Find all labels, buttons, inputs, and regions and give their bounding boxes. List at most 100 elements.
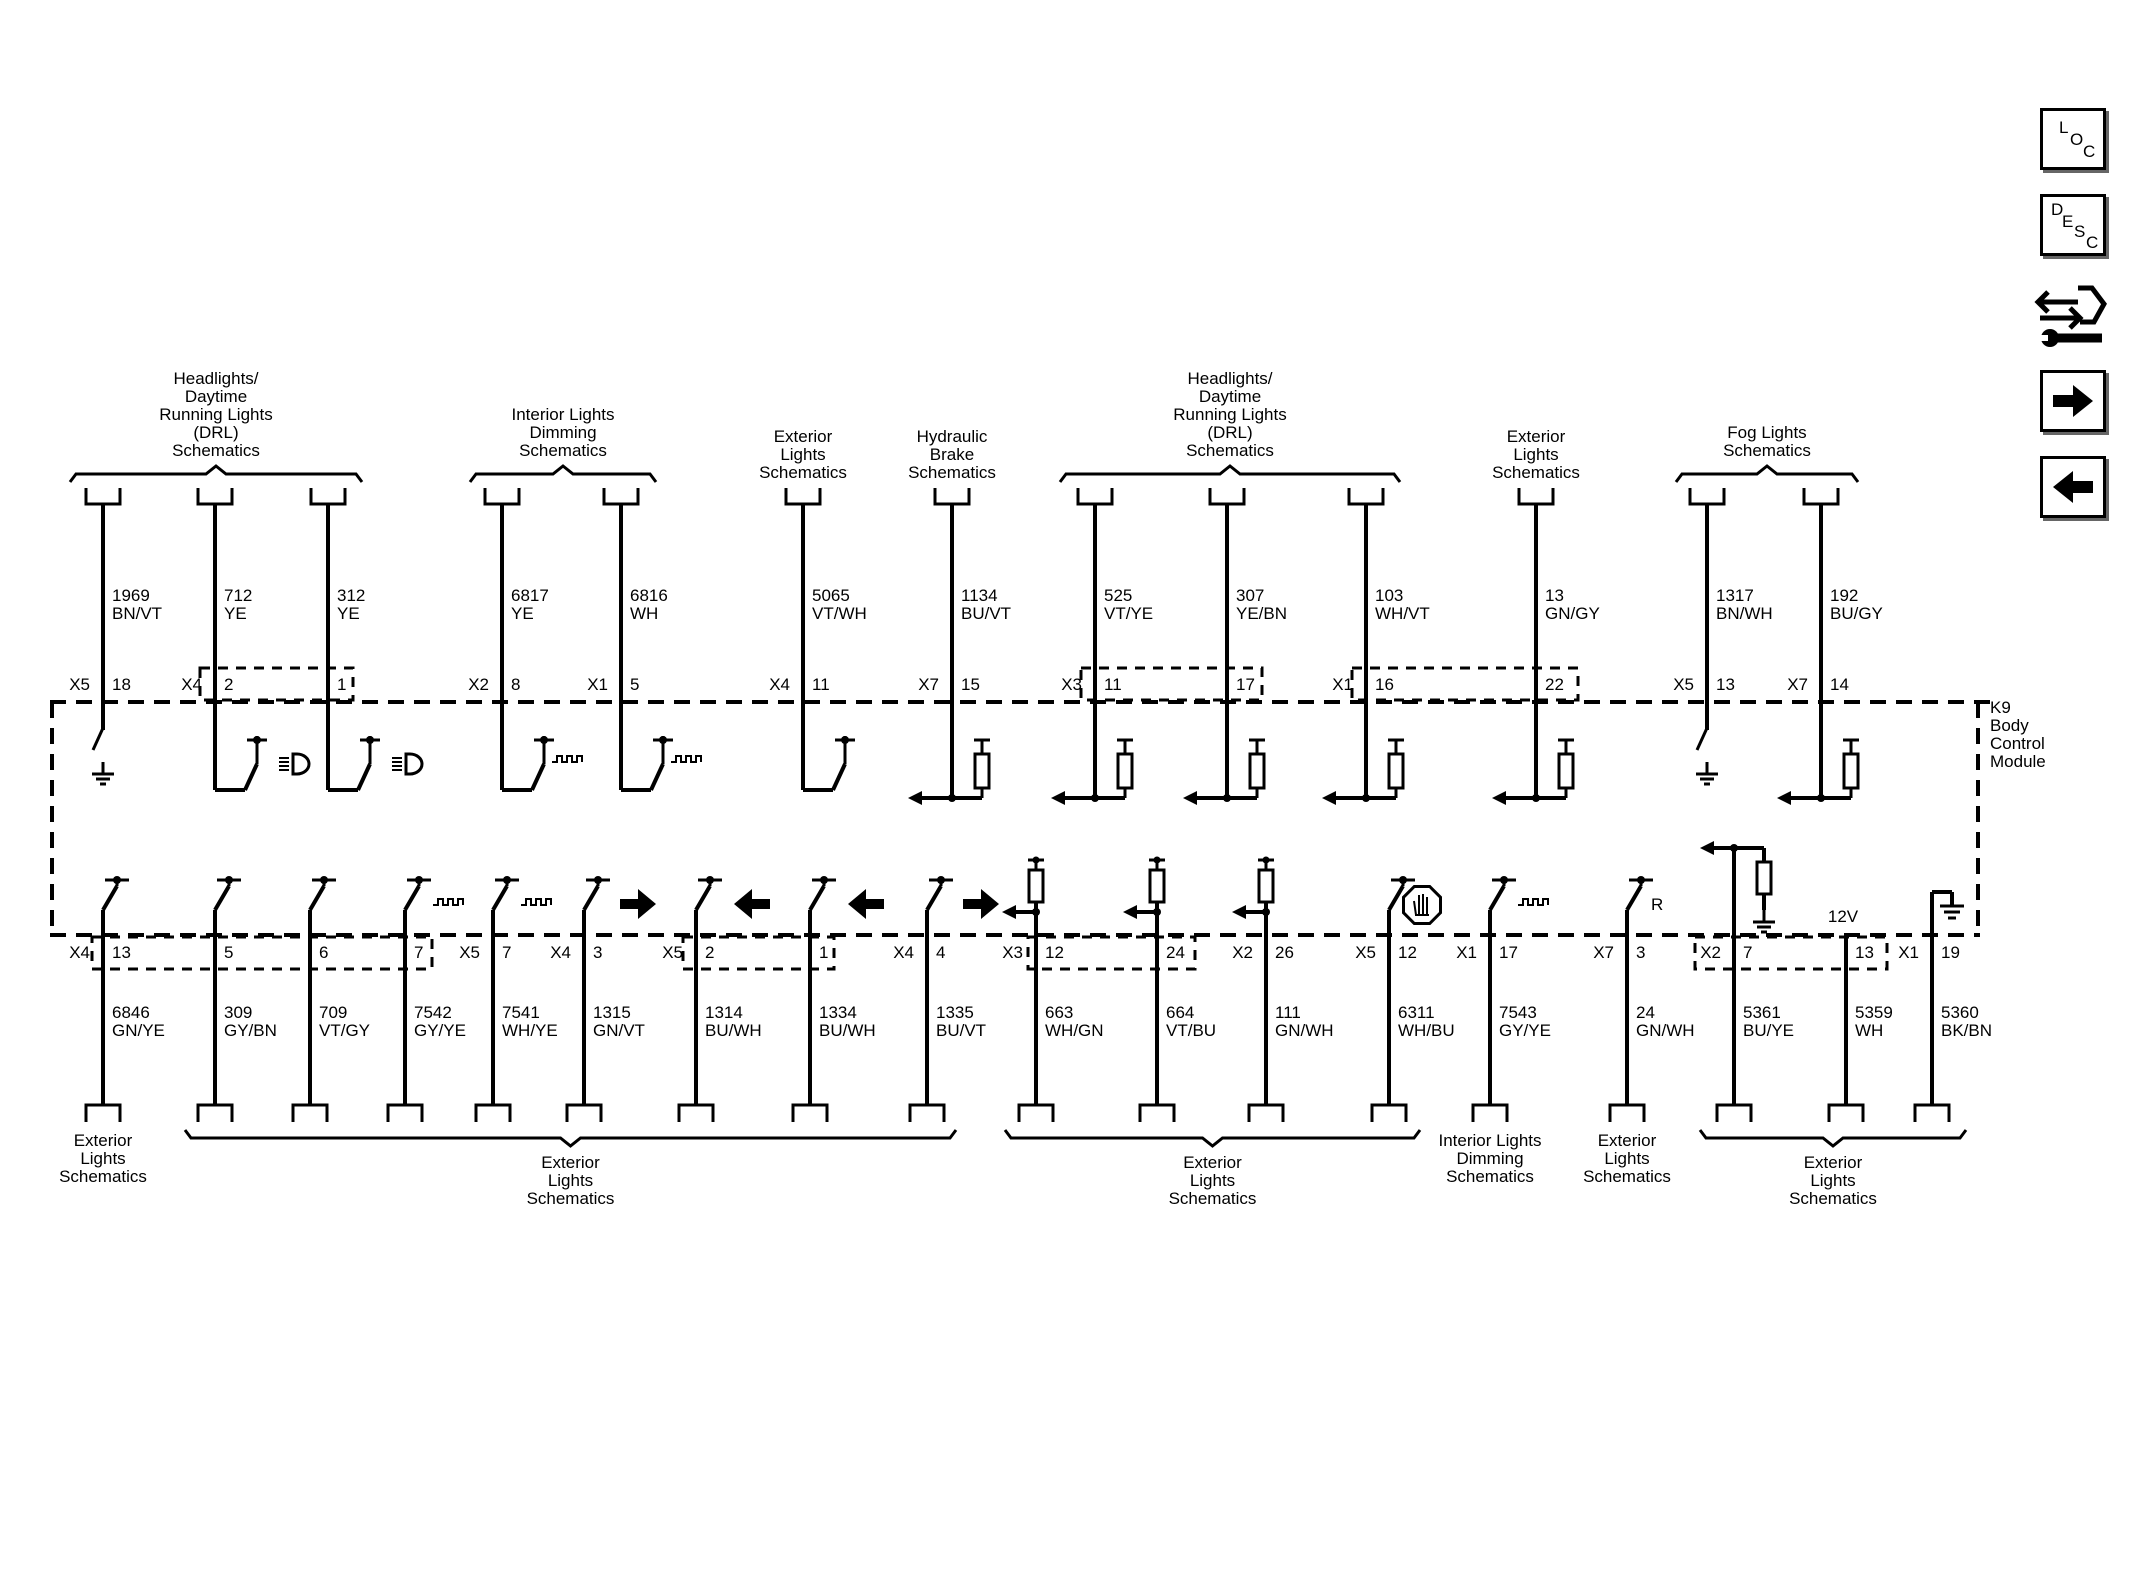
next-page-button[interactable]: [2040, 370, 2106, 432]
bottom-pin-label: 3: [593, 943, 602, 962]
bottom-connector-cup: [1715, 1103, 1753, 1122]
dimming-wave-icon: [671, 755, 702, 763]
arrow-left-icon: [1232, 905, 1246, 919]
bottom-pin-label: 7: [414, 943, 423, 962]
bottom-pin-label: 13: [112, 943, 131, 962]
bottom-wire-color: BU/YE: [1743, 1021, 1794, 1040]
bottom-connector-cup: [565, 1103, 603, 1122]
bottom-connector-cup: [1370, 1103, 1408, 1122]
bottom-connector-label: X7: [1593, 943, 1614, 962]
bottom-wire-circuit: 1314: [705, 1003, 743, 1022]
junction-dot: [820, 876, 828, 884]
top-connector-label: X1: [1332, 675, 1353, 694]
bottom-group-label: Schematics: [1789, 1189, 1877, 1208]
location-button[interactable]: L O C: [2040, 108, 2106, 170]
top-group-label: Fog Lights: [1727, 423, 1806, 442]
top-wire-circuit: 192: [1830, 586, 1858, 605]
bottom-connector-cup: [1827, 1103, 1865, 1122]
resistor-body: [1387, 752, 1405, 790]
bottom-connector-cup: [1138, 1103, 1176, 1122]
bottom-pin-label: 7: [1743, 943, 1752, 962]
bottom-bracket: [183, 1129, 958, 1148]
arrow-right-icon: [620, 889, 656, 919]
switch-blade: [308, 884, 326, 912]
bottom-wire-color: GY/BN: [224, 1021, 277, 1040]
top-bracket: [68, 464, 364, 483]
switch-blade: [831, 763, 847, 791]
bottom-group-label: Schematics: [1583, 1167, 1671, 1186]
top-group-label: Running Lights: [1173, 405, 1286, 424]
switch-blade: [101, 884, 119, 912]
top-connector-cup: [933, 488, 971, 506]
connector-split-box: [1026, 935, 1197, 971]
bottom-wire-circuit: 6311: [1398, 1003, 1435, 1022]
bottom-group-label: Exterior: [74, 1131, 133, 1150]
switch-blade: [649, 763, 665, 791]
resistor-body: [1116, 752, 1134, 790]
bottom-connector-cup: [474, 1103, 512, 1122]
bottom-connector-label: X4: [550, 943, 571, 962]
bottom-wire-color: GN/WH: [1636, 1021, 1695, 1040]
headlight-icon: [390, 752, 424, 776]
switch-blade: [213, 884, 231, 912]
bottom-wire-circuit: 7542: [414, 1003, 452, 1022]
pull-resistor: [1557, 738, 1575, 798]
bottom-connector-label: X4: [69, 943, 90, 962]
top-wire-color: YE: [224, 604, 247, 623]
ground-switch-blade: [1695, 727, 1709, 751]
bottom-wire-color: GY/YE: [1499, 1021, 1551, 1040]
top-pin-label: 2: [224, 675, 233, 694]
top-group-label: Exterior: [774, 427, 833, 446]
junction-dot: [1817, 794, 1825, 802]
junction-dot: [1730, 844, 1738, 852]
connector-views-button[interactable]: [2034, 278, 2110, 350]
top-group-label: Interior Lights: [512, 405, 615, 424]
top-wire-circuit: 1969: [112, 586, 150, 605]
module-label-line4: Module: [1990, 752, 2046, 771]
bottom-pin-label: 3: [1636, 943, 1645, 962]
bottom-pin-label: 13: [1855, 943, 1874, 962]
top-group-label: Daytime: [1199, 387, 1261, 406]
top-group-label: Lights: [780, 445, 825, 464]
headlight-icon: [277, 752, 311, 776]
bottom-group-label: Lights: [1190, 1171, 1235, 1190]
connector-split-box: [198, 666, 355, 702]
description-button[interactable]: D E S C: [2040, 194, 2106, 256]
bottom-connector-cup: [386, 1103, 424, 1122]
bottom-group-label: Exterior: [1598, 1131, 1657, 1150]
junction-dot: [1362, 794, 1370, 802]
top-wire-color: VT/YE: [1104, 604, 1153, 623]
bottom-connector-label: X5: [1355, 943, 1376, 962]
top-wire-circuit: 1317: [1716, 586, 1754, 605]
top-group-label: Schematics: [519, 441, 607, 460]
bottom-wire-circuit: 1315: [593, 1003, 631, 1022]
pull-resistor: [973, 738, 991, 798]
junction-dot: [1637, 876, 1645, 884]
bottom-wire-color: WH/BU: [1398, 1021, 1455, 1040]
bottom-connector-cup: [291, 1103, 329, 1122]
bottom-wire-circuit: 7543: [1499, 1003, 1537, 1022]
top-connector-label: X4: [181, 675, 202, 694]
loc-letter-o: O: [2070, 130, 2083, 149]
top-connector-cup: [784, 488, 822, 506]
module-label-line1: K9: [1990, 698, 2011, 717]
bottom-connector-cup: [908, 1103, 946, 1122]
top-connector-label: X1: [587, 675, 608, 694]
switch-blade: [403, 884, 421, 912]
top-connector-cup: [1208, 488, 1246, 506]
top-pin-label: 5: [630, 675, 639, 694]
previous-page-button[interactable]: [2040, 456, 2106, 518]
bottom-wire-color: BU/VT: [936, 1021, 986, 1040]
resistor-body: [1557, 752, 1575, 790]
bottom-wire-circuit: 5360: [1941, 1003, 1979, 1022]
bottom-wire-circuit: 5361: [1743, 1003, 1781, 1022]
top-pin-label: 15: [961, 675, 980, 694]
bottom-group-label: Interior Lights: [1439, 1131, 1542, 1150]
bottom-wire-color: WH: [1855, 1021, 1883, 1040]
arrow-left-icon: [1183, 791, 1197, 805]
bottom-connector-label: X1: [1456, 943, 1477, 962]
top-group-label: Schematics: [172, 441, 260, 460]
arrow-left-icon: [1700, 841, 1714, 855]
top-group-label: Hydraulic: [917, 427, 988, 446]
